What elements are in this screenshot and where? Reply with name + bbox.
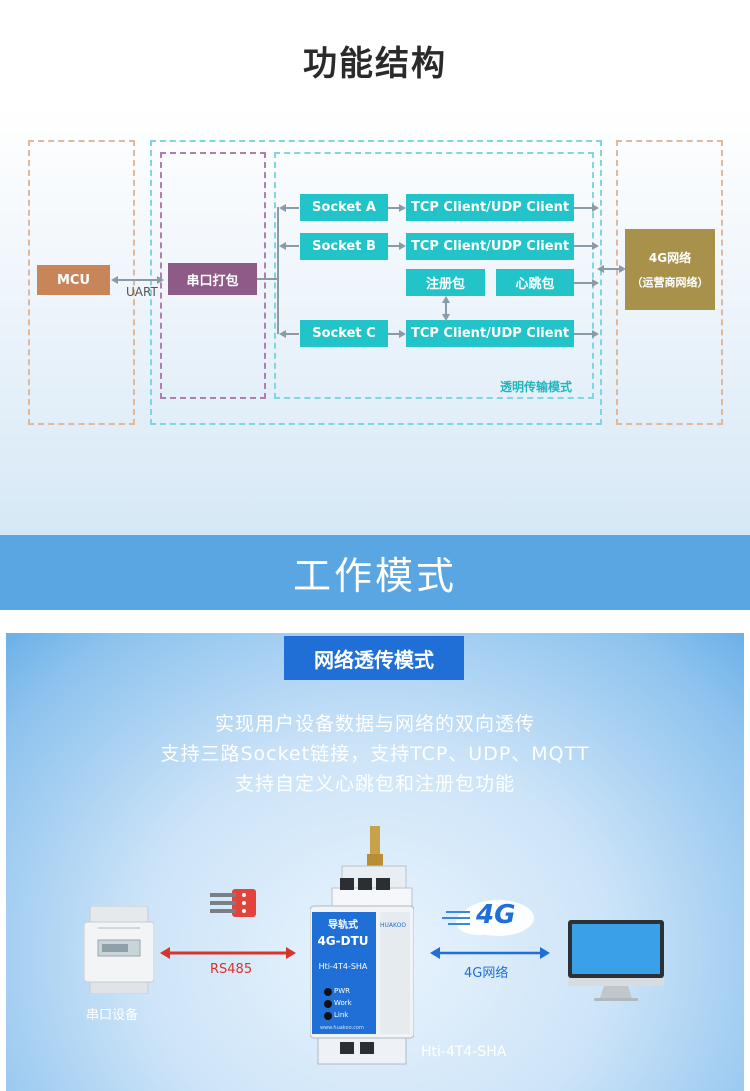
uart-arrow-right xyxy=(157,276,164,284)
heartbeat-pack-block: 心跳包 xyxy=(496,269,574,296)
4g-cloud-icon xyxy=(440,896,536,938)
4g-badge-text: 4G xyxy=(476,900,516,930)
register-arrow-up xyxy=(442,296,450,303)
dtu-pwr-label: PWR xyxy=(334,987,351,995)
socket-bus-line xyxy=(277,207,279,334)
mcu-group-frame xyxy=(28,140,135,425)
network-arrow-left xyxy=(597,265,604,273)
description-line-1: 实现用户设备数据与网络的双向透传 xyxy=(214,713,535,735)
dtu-sub-model-label: Hti-4T4-SHA xyxy=(318,962,368,971)
socket-b-arrow xyxy=(279,242,286,250)
function-structure-title: 功能结构 xyxy=(303,44,447,84)
tcp-c-out-arrow xyxy=(592,330,599,338)
uart-connector xyxy=(117,279,157,281)
transparent-mode-label: 透明传输模式 xyxy=(500,380,573,394)
socket-a-arrow xyxy=(279,204,286,212)
socket-c-tcp-connector xyxy=(388,333,400,335)
rs485-label: RS485 xyxy=(210,962,253,977)
4g-network-label: 4G网络 xyxy=(648,251,692,265)
register-arrow-down xyxy=(442,314,450,321)
dtu-link-label: Link xyxy=(334,1011,349,1019)
description-line-2: 支持三路Socket链接，支持TCP、UDP、MQTT xyxy=(160,743,590,765)
rs485-arrow xyxy=(160,944,296,959)
dtu-website-label: www.huakoo.com xyxy=(320,1025,364,1031)
socket-b-tcp-arrow xyxy=(399,242,406,250)
register-pack-block: 注册包 xyxy=(406,269,485,296)
tcp-a-out-connector xyxy=(574,207,592,209)
network-arrow-right xyxy=(619,265,626,273)
dtu-brand-label: HUAKOO xyxy=(380,922,407,929)
network-connector xyxy=(603,268,620,270)
socket-a-tcp-connector xyxy=(388,207,400,209)
rs485-connector-icon xyxy=(206,883,260,923)
tcp-client-a-block: TCP Client/UDP Client xyxy=(406,194,574,221)
tcp-b-out-arrow xyxy=(592,242,599,250)
heartbeat-out-arrow xyxy=(592,279,599,287)
serial-bus-connector xyxy=(257,278,278,280)
description-line-3: 支持自定义心跳包和注册包功能 xyxy=(234,773,515,795)
serial-group-frame xyxy=(160,152,266,399)
socket-c-block: Socket C xyxy=(300,320,388,347)
socket-c-connector xyxy=(285,333,299,335)
heartbeat-out-connector xyxy=(574,282,592,284)
socket-c-tcp-arrow xyxy=(399,330,406,338)
uart-label: UART xyxy=(126,285,158,299)
computer-monitor-icon xyxy=(566,918,666,1002)
mcu-block: MCU xyxy=(37,265,110,295)
work-mode-banner xyxy=(0,535,750,610)
4g-network-label: 4G网络 xyxy=(464,966,509,981)
tcp-client-c-block: TCP Client/UDP Client xyxy=(406,320,574,347)
socket-a-tcp-arrow xyxy=(399,204,406,212)
serial-device-image xyxy=(83,905,155,995)
dtu-model-label: 4G-DTU xyxy=(317,934,369,948)
tcp-c-out-connector xyxy=(574,333,592,335)
socket-b-block: Socket B xyxy=(300,233,388,260)
dtu-work-label: Work xyxy=(334,999,352,1007)
network-group-frame xyxy=(616,140,723,425)
socket-a-block: Socket A xyxy=(300,194,388,221)
tcp-b-out-connector xyxy=(574,245,592,247)
socket-b-connector xyxy=(285,245,299,247)
tcp-a-out-arrow xyxy=(592,204,599,212)
socket-b-tcp-connector xyxy=(388,245,400,247)
register-vertical-connector xyxy=(445,302,447,316)
network-transparent-mode-title: 网络透传模式 xyxy=(284,636,464,680)
dtu-rail-label: 导轨式 xyxy=(328,920,358,931)
dtu-device-image xyxy=(309,826,415,1066)
socket-a-connector xyxy=(285,207,299,209)
work-mode-title: 工作模式 xyxy=(292,554,457,598)
tcp-client-b-block: TCP Client/UDP Client xyxy=(406,233,574,260)
socket-c-arrow xyxy=(279,330,286,338)
operator-network-label: （运营商网络） xyxy=(631,276,709,289)
4g-network-block: 4G网络 （运营商网络） xyxy=(625,229,715,310)
dtu-caption: Hti-4T4-SHA xyxy=(421,1044,507,1060)
4g-network-arrow xyxy=(430,944,550,959)
dtu-group-frame xyxy=(150,140,602,425)
transparent-group-frame xyxy=(274,152,594,399)
uart-arrow-left xyxy=(111,276,118,284)
serial-pack-block: 串口打包 xyxy=(168,263,257,295)
serial-device-label: 串口设备 xyxy=(86,1008,139,1023)
